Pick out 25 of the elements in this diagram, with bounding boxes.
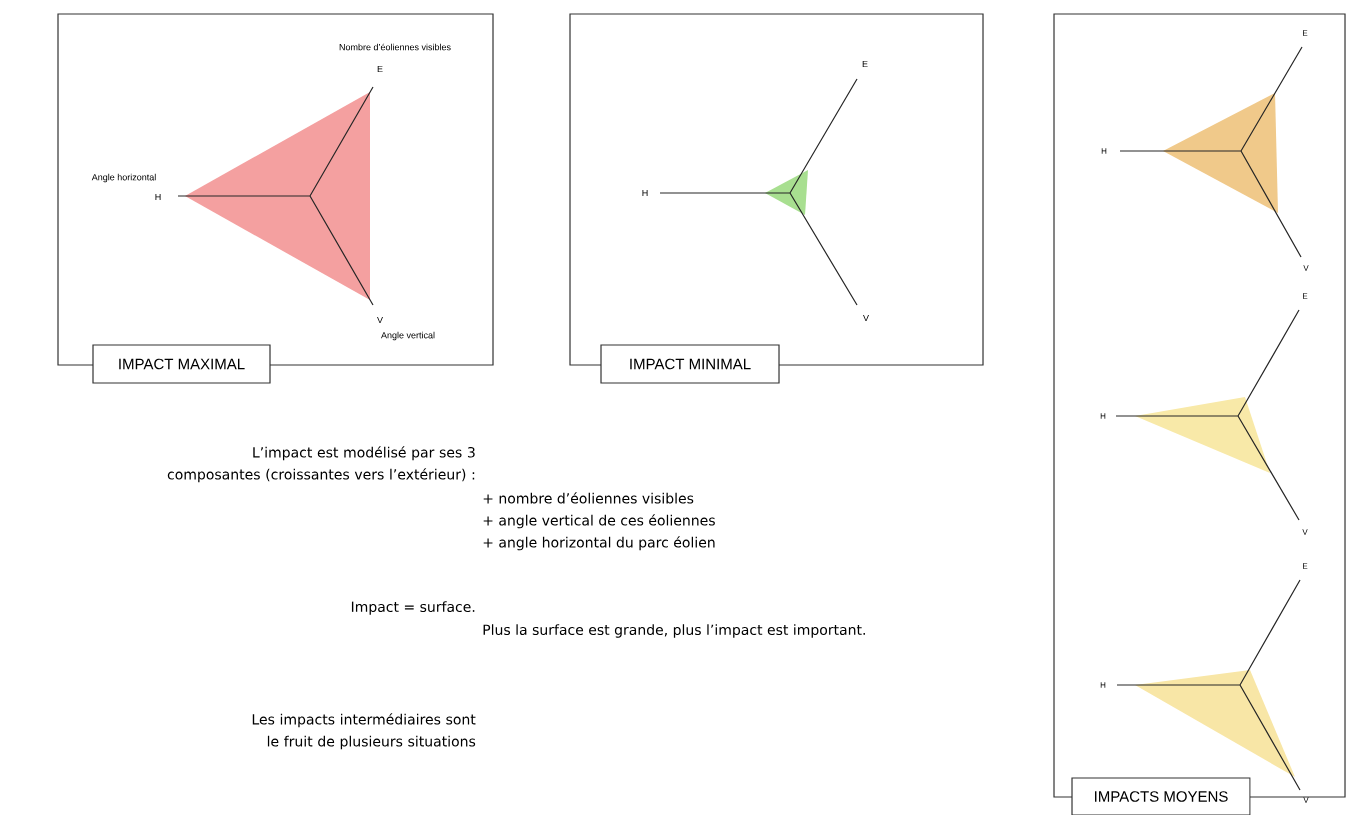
axis-label: E <box>862 60 868 68</box>
axis-label: V <box>863 314 869 322</box>
axis-label: V <box>1303 797 1309 803</box>
axis-caption: Angle vertical <box>381 331 435 341</box>
axis-caption: Angle horizontal <box>91 173 156 183</box>
note-text: + nombre d’éoliennes visibles <box>483 492 694 504</box>
axis-label: V <box>1303 265 1309 271</box>
axis-label: E <box>1303 30 1308 36</box>
axis-caption: Nombre d’éoliennes visibles <box>339 43 451 51</box>
axis-label: V <box>377 316 383 324</box>
axis-label: H <box>1101 148 1107 154</box>
axis-label: H <box>1100 413 1106 419</box>
note-text: L’impact est modélisé par ses 3 composantes (croissantes vers l’extérieur) : <box>167 446 475 483</box>
note-text: + angle vertical de ces éoliennes <box>483 514 715 529</box>
note-text: Impact = surface. <box>351 601 475 615</box>
note-text: Plus la surface est grande, plus l’impact est important. <box>483 624 865 638</box>
axis-label: E <box>377 65 383 73</box>
axis-label: E <box>1303 293 1308 299</box>
axis-label: H <box>642 189 648 197</box>
axis-label: H <box>155 193 161 201</box>
axis-label: H <box>1100 682 1106 688</box>
axis-label: E <box>1303 563 1308 569</box>
axis-label: V <box>1302 529 1308 535</box>
note-text: + angle horizontal du parc éolien <box>483 536 715 551</box>
note-text: Les impacts intermédiaires sont le fruit de plusieurs situations <box>252 713 476 750</box>
